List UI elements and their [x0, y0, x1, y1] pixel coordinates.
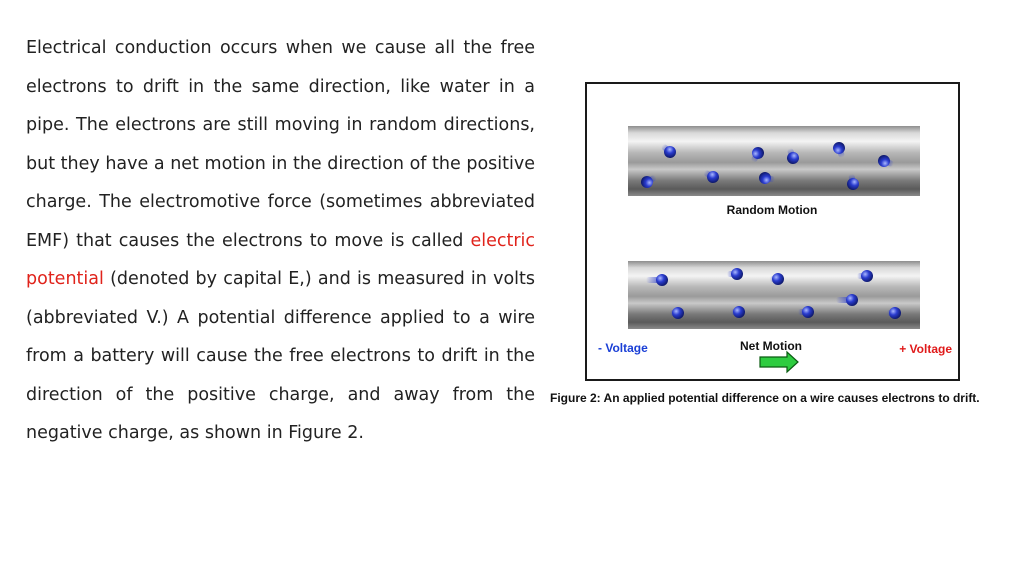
- electron: [661, 144, 676, 158]
- electron: [770, 273, 784, 285]
- electron: [731, 306, 745, 318]
- electron: [887, 307, 901, 319]
- electron: [798, 306, 814, 318]
- electrons-drifting: [646, 268, 901, 319]
- figure-caption: Figure 2: An applied potential differenc…: [550, 391, 980, 405]
- electric-potential-term: electric potential: [26, 230, 535, 290]
- figure-2-illustration: Random Motion - Voltage Net Motion + Vol…: [585, 82, 960, 381]
- electron: [847, 174, 859, 190]
- electron: [833, 142, 845, 158]
- electron: [703, 170, 719, 183]
- electron: [836, 294, 858, 306]
- net-motion-label: Net Motion: [740, 339, 802, 353]
- wire-diagram: Random Motion - Voltage Net Motion + Vol…: [598, 126, 952, 374]
- electron: [878, 155, 894, 167]
- electrons-random: [641, 142, 894, 190]
- wire-net-motion: [628, 261, 920, 329]
- paragraph-text-1: Electrical conduction occurs when we cau…: [26, 38, 535, 251]
- paragraph-text-2: (denoted by capital E,) and is measured …: [26, 269, 535, 443]
- body-paragraph: Electrical conduction occurs when we cau…: [26, 29, 535, 453]
- wire-random-motion: [628, 126, 920, 196]
- electron: [857, 270, 873, 282]
- electron: [751, 147, 764, 163]
- electron: [641, 175, 657, 188]
- electron: [670, 307, 684, 319]
- negative-voltage-label: - Voltage: [598, 341, 648, 355]
- electron: [759, 172, 775, 184]
- random-motion-label: Random Motion: [727, 203, 818, 217]
- net-motion-arrow-icon: [759, 350, 799, 374]
- positive-voltage-label: + Voltage: [899, 342, 952, 356]
- electron: [787, 148, 799, 164]
- electron: [727, 268, 743, 280]
- electron: [646, 274, 668, 286]
